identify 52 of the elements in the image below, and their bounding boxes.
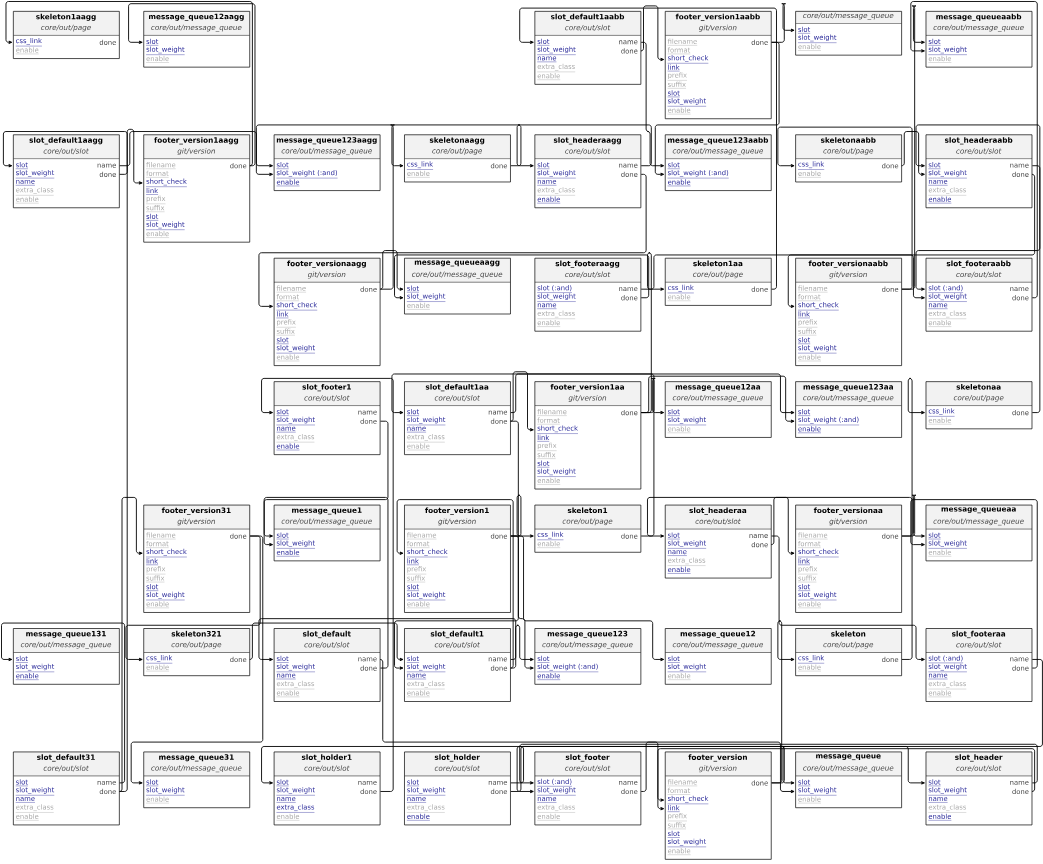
- connector: [261, 746, 524, 785]
- connector: [910, 499, 1038, 669]
- connector: [119, 128, 143, 185]
- connector: [910, 1, 1038, 299]
- connector: [770, 496, 795, 555]
- connector: [1, 622, 126, 784]
- connector: [640, 5, 665, 62]
- connector: [119, 496, 143, 792]
- connector: [5, 1, 253, 167]
- connector: [510, 373, 795, 415]
- connector: [119, 131, 273, 168]
- connector: [263, 420, 389, 547]
- connector: [258, 618, 517, 669]
- connector: [510, 746, 925, 792]
- connector: [510, 124, 534, 168]
- connector: [657, 748, 1036, 802]
- connector: [396, 499, 514, 669]
- connector: [510, 535, 534, 670]
- connector: [125, 535, 261, 662]
- connector: [915, 165, 1041, 291]
- connector: [379, 250, 404, 291]
- connector: [640, 41, 665, 168]
- connector: [130, 535, 264, 785]
- connector: [654, 41, 780, 176]
- connector: [516, 659, 1043, 794]
- connector: [640, 375, 795, 423]
- connector: [647, 496, 913, 660]
- connector: [510, 371, 534, 432]
- connector: [249, 622, 404, 662]
- connector: [771, 535, 925, 662]
- connector: [787, 173, 1036, 309]
- connector: [640, 254, 925, 300]
- connector: [901, 494, 925, 538]
- connector: [519, 7, 777, 290]
- connector: [2, 131, 128, 792]
- connector: [901, 5, 925, 290]
- connector: [510, 624, 534, 662]
- connector: [901, 131, 925, 176]
- connector: [128, 3, 256, 167]
- connector: [394, 254, 650, 300]
- connector: [519, 743, 1038, 785]
- connector: [380, 124, 404, 290]
- connector: [263, 496, 389, 669]
- connector: [777, 126, 913, 290]
- connector: [379, 659, 665, 811]
- connector: [640, 741, 795, 794]
- connector: [391, 373, 655, 537]
- connector: [394, 420, 519, 670]
- connector: [255, 124, 652, 176]
- connector: [258, 173, 647, 309]
- connector: [915, 124, 1041, 414]
- connector: [771, 746, 795, 785]
